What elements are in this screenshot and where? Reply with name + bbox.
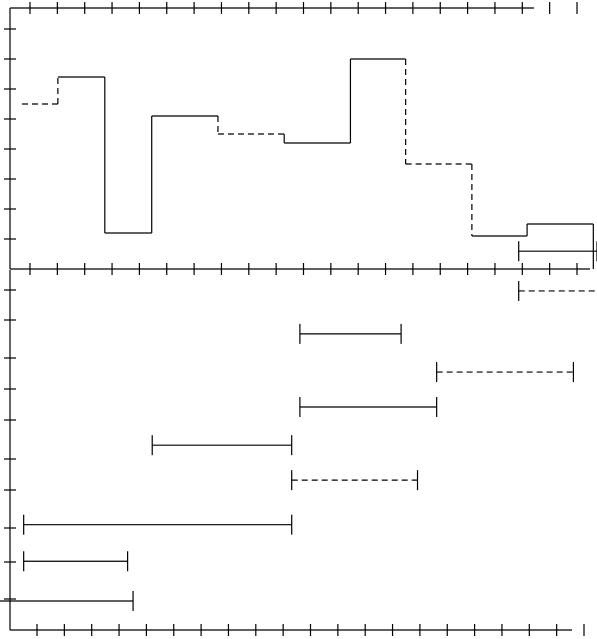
bottom-interval-chart (0, 241, 597, 636)
top-step-chart (4, 2, 594, 275)
